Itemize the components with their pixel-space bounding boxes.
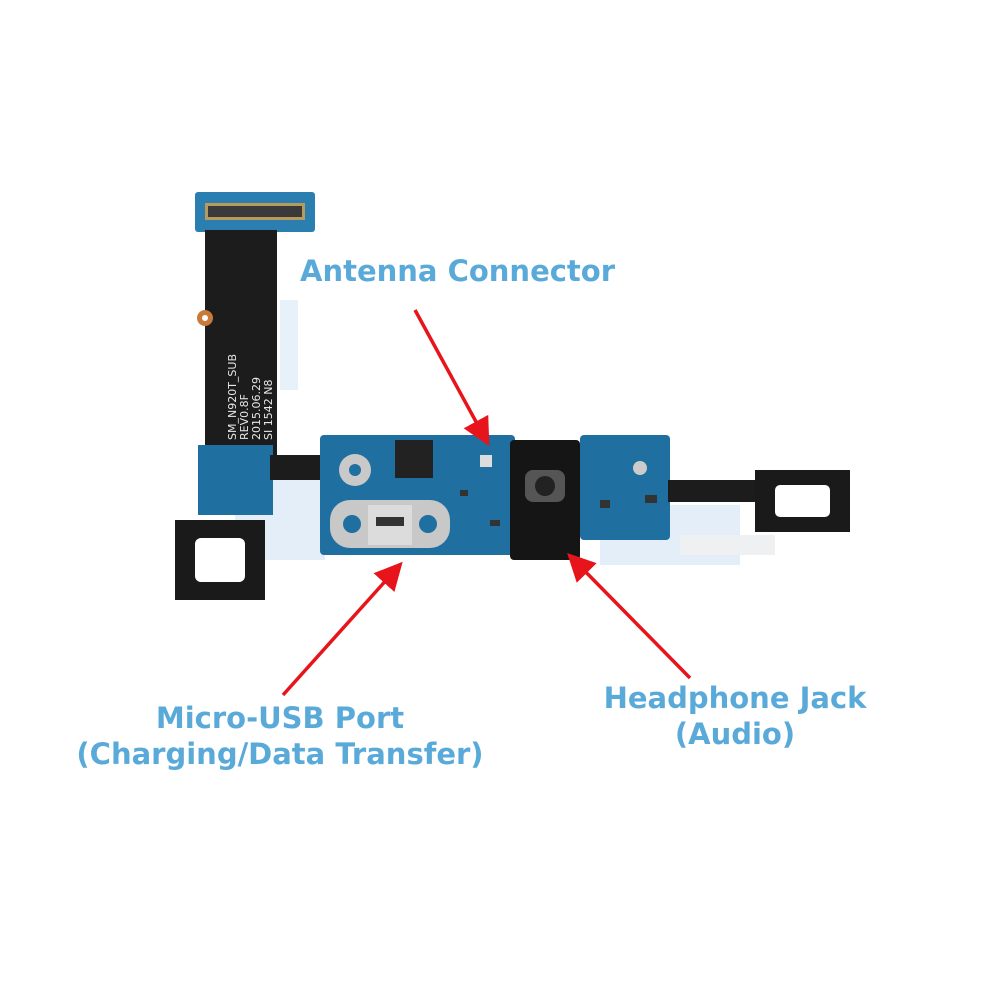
protective-film [280, 300, 298, 390]
right-contact-pad [755, 470, 850, 532]
left-pcb [198, 445, 273, 515]
usb-arrow [281, 561, 403, 697]
headphone-jack-label: Headphone Jack (Audio) [585, 680, 885, 752]
audio-arrow [567, 553, 692, 680]
flex-segment [270, 455, 325, 480]
micro-usb-label-line2: (Charging/Data Transfer) [76, 737, 484, 771]
flex-cable: SM_N920T_SUB REV0.8F 2015.06.29 SI 1542 … [197, 230, 277, 455]
micro-usb-label-line1: Micro-USB Port [155, 701, 405, 735]
antenna-connector-label: Antenna Connector [300, 254, 616, 288]
micro-usb-port [330, 500, 450, 548]
headphone-jack [510, 440, 580, 560]
board-print-date: 2015.06.29 [250, 377, 263, 440]
board-print-rev: REV0.8F [238, 394, 251, 440]
flex-segment [668, 480, 763, 502]
left-contact-pad [175, 520, 265, 600]
protective-film [680, 535, 775, 555]
headphone-jack-label-line2: (Audio) [674, 717, 796, 751]
antenna-arrow [413, 309, 490, 447]
headphone-jack-label-line1: Headphone Jack [603, 681, 867, 715]
micro-usb-label: Micro-USB Port (Charging/Data Transfer) [60, 700, 500, 772]
right-pcb [580, 435, 670, 540]
board-print-model: SM_N920T_SUB [226, 354, 239, 440]
board-to-board-connector [195, 192, 315, 232]
board-print-code: SI 1542 N8 [262, 380, 275, 440]
antenna-connector [480, 455, 492, 467]
